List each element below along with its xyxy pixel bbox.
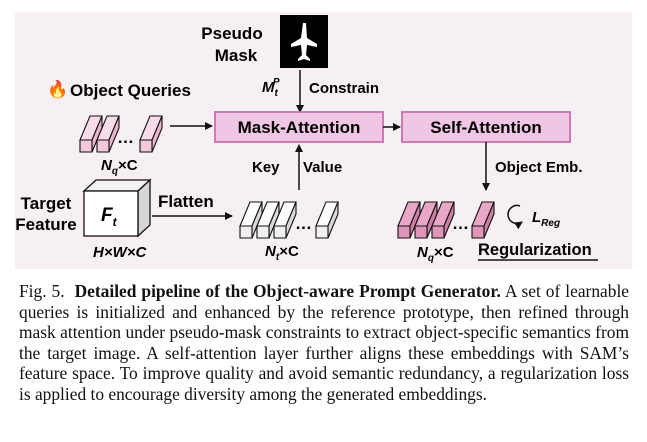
mask-attention-label: Mask-Attention (238, 118, 361, 137)
constrain-label: Constrain (309, 80, 379, 97)
flat-prism-1 (239, 201, 263, 239)
flat-prism-4 (315, 201, 339, 239)
object-emb-label: Object Emb. (495, 159, 583, 176)
target-feature-cube (82, 178, 152, 238)
flatten-label: Flatten (158, 192, 214, 211)
mask-symbol: MtP (262, 77, 280, 99)
flat-dims: Nt×C (265, 243, 299, 263)
target-feature-label: Target (21, 194, 72, 213)
self-attention-label: Self-Attention (430, 118, 541, 137)
emb-ellipsis: … (452, 214, 469, 233)
flat-ellipsis: … (295, 214, 312, 233)
queries-dims: Nq×C (101, 157, 138, 177)
mask-attention-box (214, 111, 384, 143)
emb-dims: Nq×C (417, 244, 454, 264)
object-queries-label: Object Queries (70, 81, 191, 100)
flat-prism-3 (273, 201, 297, 239)
pipeline-figure: Pseudo Mask MtP Constrain 🔥 Object Queri… (15, 12, 632, 269)
pseudo-mask-label-2: Mask (215, 46, 258, 65)
caption-title: Detailed pipeline of the Object-aware Pr… (74, 281, 501, 301)
regularization-label: Regularization (478, 241, 592, 259)
emb-prism-1 (397, 201, 421, 239)
caption-body: A set of learnable queries is initialize… (19, 281, 630, 404)
caption-label: Fig. 5. (19, 281, 65, 301)
self-attention-box (401, 111, 571, 143)
cube-dims: H×W×C (93, 244, 148, 261)
loss-symbol: LReg (532, 209, 560, 229)
target-feature-label-2: Feature (15, 215, 76, 234)
ft-symbol: Ft (101, 205, 118, 229)
query-prism-1 (79, 115, 103, 153)
fire-icon: 🔥 (47, 79, 68, 99)
key-label: Key (252, 159, 280, 176)
query-prism-2 (96, 115, 120, 153)
flat-prism-2 (256, 201, 280, 239)
emb-prism-4 (471, 201, 495, 239)
query-ellipsis: … (117, 128, 134, 147)
emb-prism-2 (414, 201, 438, 239)
figure-caption: Fig. 5. Detailed pipeline of the Object-… (19, 281, 629, 405)
query-prism-3 (139, 115, 163, 153)
pseudo-mask-image (280, 15, 328, 68)
value-label: Value (303, 159, 342, 176)
pseudo-mask-label: Pseudo (201, 24, 262, 43)
emb-prism-3 (431, 201, 455, 239)
regularization-loop-icon (507, 204, 523, 230)
